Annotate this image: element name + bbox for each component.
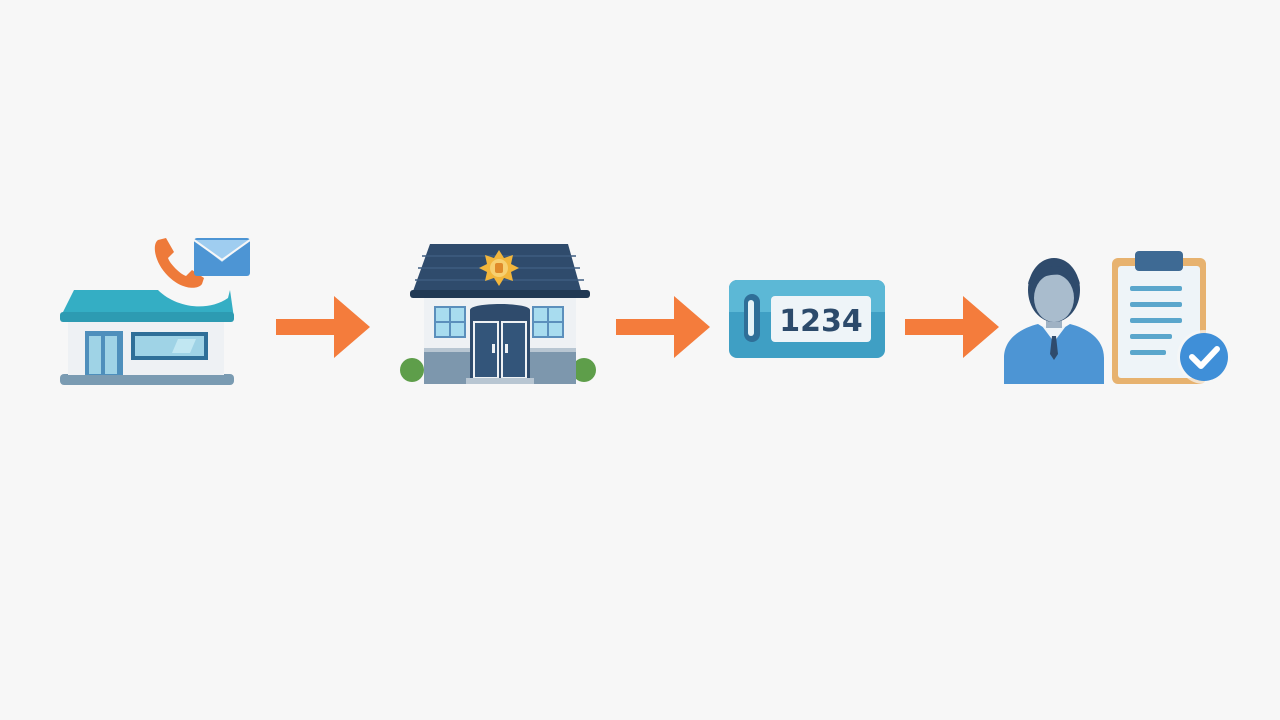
case-number-tag-icon — [729, 280, 885, 358]
flow-arrow-2 — [616, 294, 712, 360]
flow-arrow-3 — [905, 294, 1001, 360]
officer-with-checked-report-icon — [1004, 251, 1231, 384]
step-police-station — [400, 240, 600, 386]
step-report-number: 1234 — [727, 278, 887, 360]
step-contact-business — [58, 232, 254, 390]
storefront-with-phone-and-mail-icon — [60, 238, 251, 385]
police-station-icon — [400, 244, 596, 384]
case-number-text: 1234 — [779, 304, 863, 339]
step-officer-report — [1002, 250, 1234, 388]
flow-arrow-1 — [276, 294, 372, 360]
